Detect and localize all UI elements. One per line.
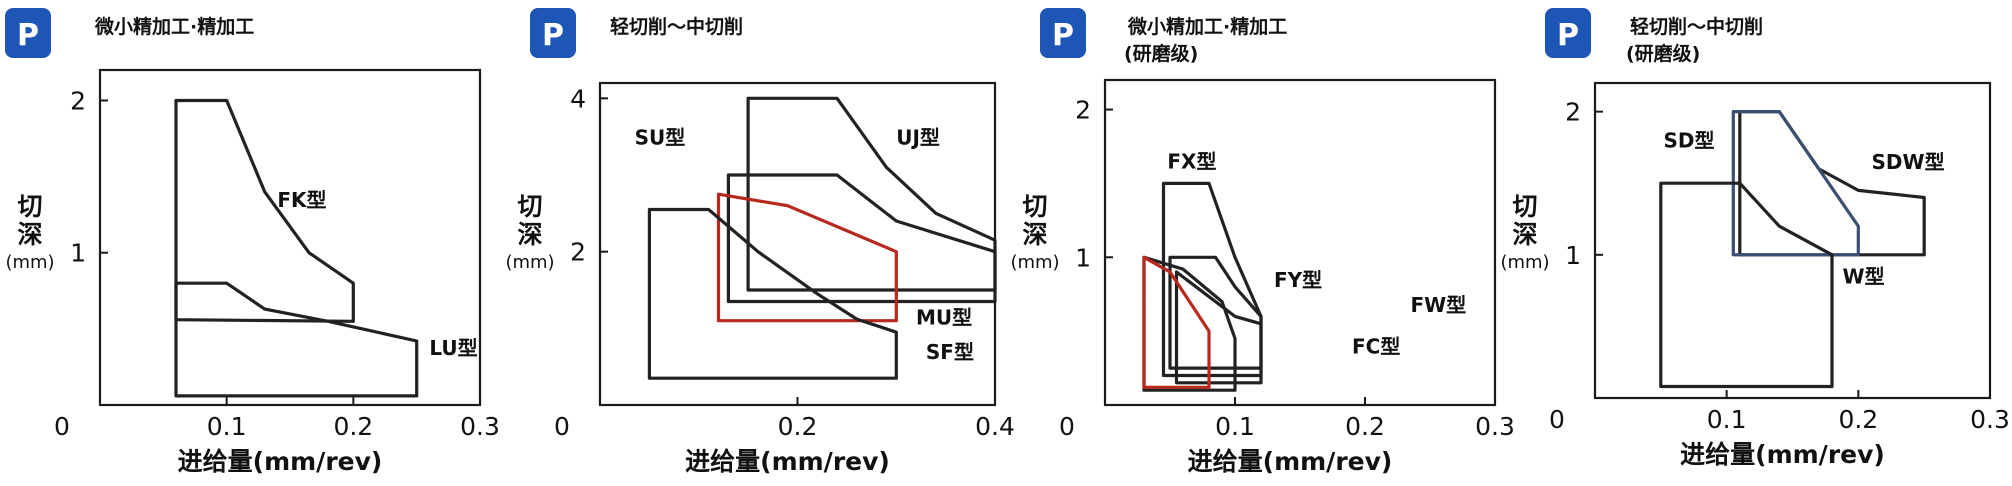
y-axis-label-1: 切 xyxy=(1022,192,1047,221)
y-tick-label: 2 xyxy=(1075,96,1091,125)
x-tick-label: 0.3 xyxy=(1970,405,2010,434)
y-tick-label: 1 xyxy=(70,239,86,268)
x-tick-label: 0.2 xyxy=(778,412,818,441)
badge-letter: P xyxy=(542,18,564,53)
y-axis-label-2: 深 xyxy=(1512,220,1537,249)
y-axis-label-unit: (mm) xyxy=(1010,252,1059,273)
badge-p-icon xyxy=(530,8,576,58)
region-label: FW型 xyxy=(1411,293,1467,317)
y-axis-label-2: 深 xyxy=(517,220,542,249)
chart-subtitle: (研磨级) xyxy=(1124,42,1198,65)
x-tick-label: 0.2 xyxy=(1838,405,1878,434)
region-outline-2 xyxy=(1731,109,1860,257)
y-axis-label-1: 切 xyxy=(17,192,42,221)
chart-title: 微小精加工·精加工 xyxy=(1127,15,1287,38)
region-outline-3 xyxy=(1659,181,1834,389)
chart-title: 微小精加工·精加工 xyxy=(94,15,254,38)
y-axis-label-unit: (mm) xyxy=(505,252,554,273)
region-label: SDW型 xyxy=(1872,150,1945,174)
y-axis-label-1: 切 xyxy=(1512,192,1537,221)
y-tick-label: 4 xyxy=(570,84,586,113)
region-label: FC型 xyxy=(1352,334,1400,358)
x-tick-label: 0.3 xyxy=(460,412,500,441)
x-axis-label: 进给量(mm/rev) xyxy=(685,447,890,476)
chart-title: 轻切削～中切削 xyxy=(1630,15,1763,38)
chart-title: 轻切削～中切削 xyxy=(610,15,743,38)
y-axis-label-2: 深 xyxy=(1022,220,1047,249)
y-axis-label-2: 深 xyxy=(17,220,42,249)
region-label: SF型 xyxy=(926,340,974,364)
x-tick-label: 0.2 xyxy=(1345,412,1385,441)
badge-letter: P xyxy=(17,18,39,53)
x-tick-label: 0 xyxy=(1549,405,1565,434)
region-outline-4 xyxy=(1142,255,1237,392)
chart-panel-3: P 微小精加工·精加工 (研磨级) 0 0.1 0.2 0.3 1 2 进给量(mm/rev) 切深… xyxy=(1010,8,1515,476)
plot-frame xyxy=(98,68,482,407)
y-tick-label: 1 xyxy=(1075,243,1091,272)
y-tick-label: 2 xyxy=(1565,98,1581,127)
region-outline-1 xyxy=(1161,181,1263,378)
plot-frame xyxy=(1593,81,1992,400)
region-outline-4 xyxy=(647,207,898,380)
badge-p-icon xyxy=(1545,8,1591,58)
region-outline-5 xyxy=(1142,255,1211,389)
region-outline-2 xyxy=(1168,255,1263,370)
plot-frame xyxy=(1103,78,1497,407)
x-tick-label: 0 xyxy=(554,412,570,441)
region-label: MU型 xyxy=(916,306,972,330)
x-tick-label: 0 xyxy=(1059,412,1075,441)
y-tick-label: 1 xyxy=(1565,241,1581,270)
x-tick-label: 0.1 xyxy=(207,412,247,441)
region-label: W型 xyxy=(1843,264,1885,288)
region-label: FY型 xyxy=(1274,268,1322,292)
region-label: FK型 xyxy=(277,188,326,212)
x-tick-label: 0.4 xyxy=(975,412,1015,441)
region-label: FX型 xyxy=(1167,150,1216,174)
region-outline-2 xyxy=(174,281,419,398)
region-label: SU型 xyxy=(635,125,686,149)
badge-letter: P xyxy=(1052,18,1074,53)
badge-p-icon xyxy=(1040,8,1086,58)
y-axis-label-unit: (mm) xyxy=(1500,252,1549,273)
y-tick-label: 2 xyxy=(570,238,586,267)
region-outline-1 xyxy=(174,98,355,323)
chart-panel-1: P 微小精加工·精加工 0 0.1 0.2 0.3 1 2 进给量(mm/rev) 切深 (mm) F… xyxy=(5,8,500,476)
x-tick-label: 0.2 xyxy=(333,412,373,441)
x-tick-label: 0 xyxy=(54,412,70,441)
x-tick-label: 0.1 xyxy=(1215,412,1255,441)
y-tick-label: 2 xyxy=(70,86,86,115)
region-label: SD型 xyxy=(1663,128,1714,152)
region-label: LU型 xyxy=(429,336,477,360)
badge-letter: P xyxy=(1557,18,1579,53)
region-label: UJ型 xyxy=(896,125,940,149)
x-axis-label: 进给量(mm/rev) xyxy=(1680,440,1885,469)
region-outline-1 xyxy=(746,96,997,292)
y-axis-label-1: 切 xyxy=(517,192,542,221)
chart-panel-4: P 轻切削～中切削 (研磨级) 0 0.1 0.2 0.3 1 2 进给量(mm/rev) 切深 (m… xyxy=(1500,8,2010,469)
chart-panel-2: P 轻切削～中切削 0 0.2 0.4 2 4 进给量(mm/rev) 切深 (mm) SU型 UJ型… xyxy=(505,8,1015,476)
region-outline-3 xyxy=(1174,270,1263,385)
region-outline-1 xyxy=(1738,109,1926,257)
x-tick-label: 0.1 xyxy=(1707,405,1747,434)
badge-p-icon xyxy=(5,8,51,58)
chart-subtitle: (研磨级) xyxy=(1626,42,1700,65)
region-outline-2 xyxy=(726,173,997,304)
x-axis-label: 进给量(mm/rev) xyxy=(1188,447,1393,476)
x-tick-label: 0.3 xyxy=(1475,412,1515,441)
y-axis-label-unit: (mm) xyxy=(5,252,54,273)
x-axis-label: 进给量(mm/rev) xyxy=(178,447,383,476)
